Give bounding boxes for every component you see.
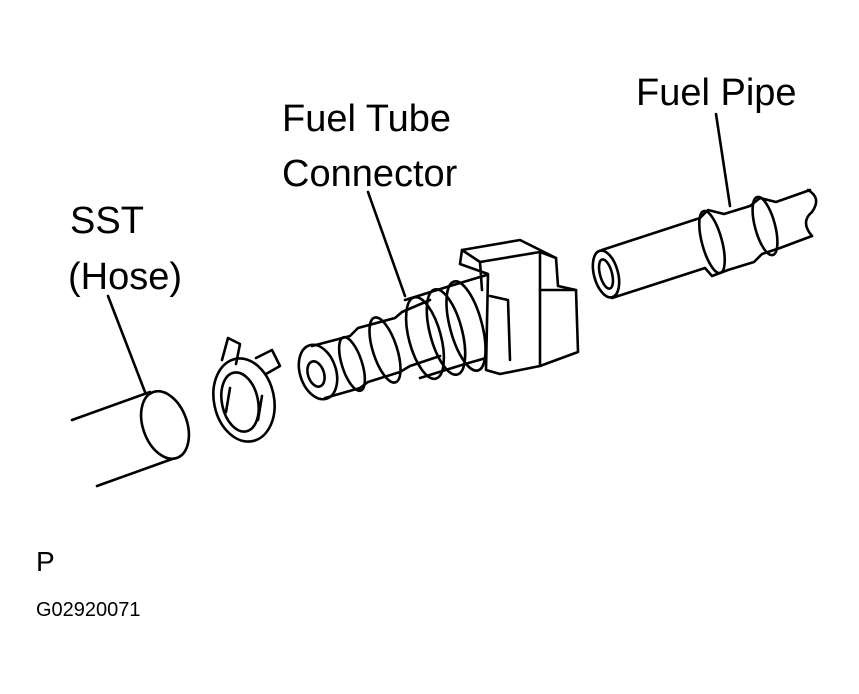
label-fuel-tube-connector-line2: Connector bbox=[282, 153, 458, 195]
fuel-tube-connector bbox=[297, 238, 580, 401]
leader-fuel-tube-connector bbox=[366, 190, 407, 298]
label-fuel-pipe: Fuel Pipe bbox=[636, 72, 797, 114]
figure-code: G02920071 bbox=[36, 599, 141, 621]
label-sst-line1: SST bbox=[70, 200, 144, 242]
label-fuel-tube-connector-line1: Fuel Tube bbox=[282, 98, 451, 140]
leader-fuel-pipe bbox=[714, 112, 732, 208]
view-letter: P bbox=[36, 546, 55, 577]
fuel-pipe bbox=[591, 188, 818, 300]
sst-hose bbox=[70, 389, 191, 488]
hose-clamp bbox=[212, 336, 282, 443]
leader-sst-hose bbox=[106, 294, 147, 394]
label-sst-line2: (Hose) bbox=[68, 256, 183, 298]
